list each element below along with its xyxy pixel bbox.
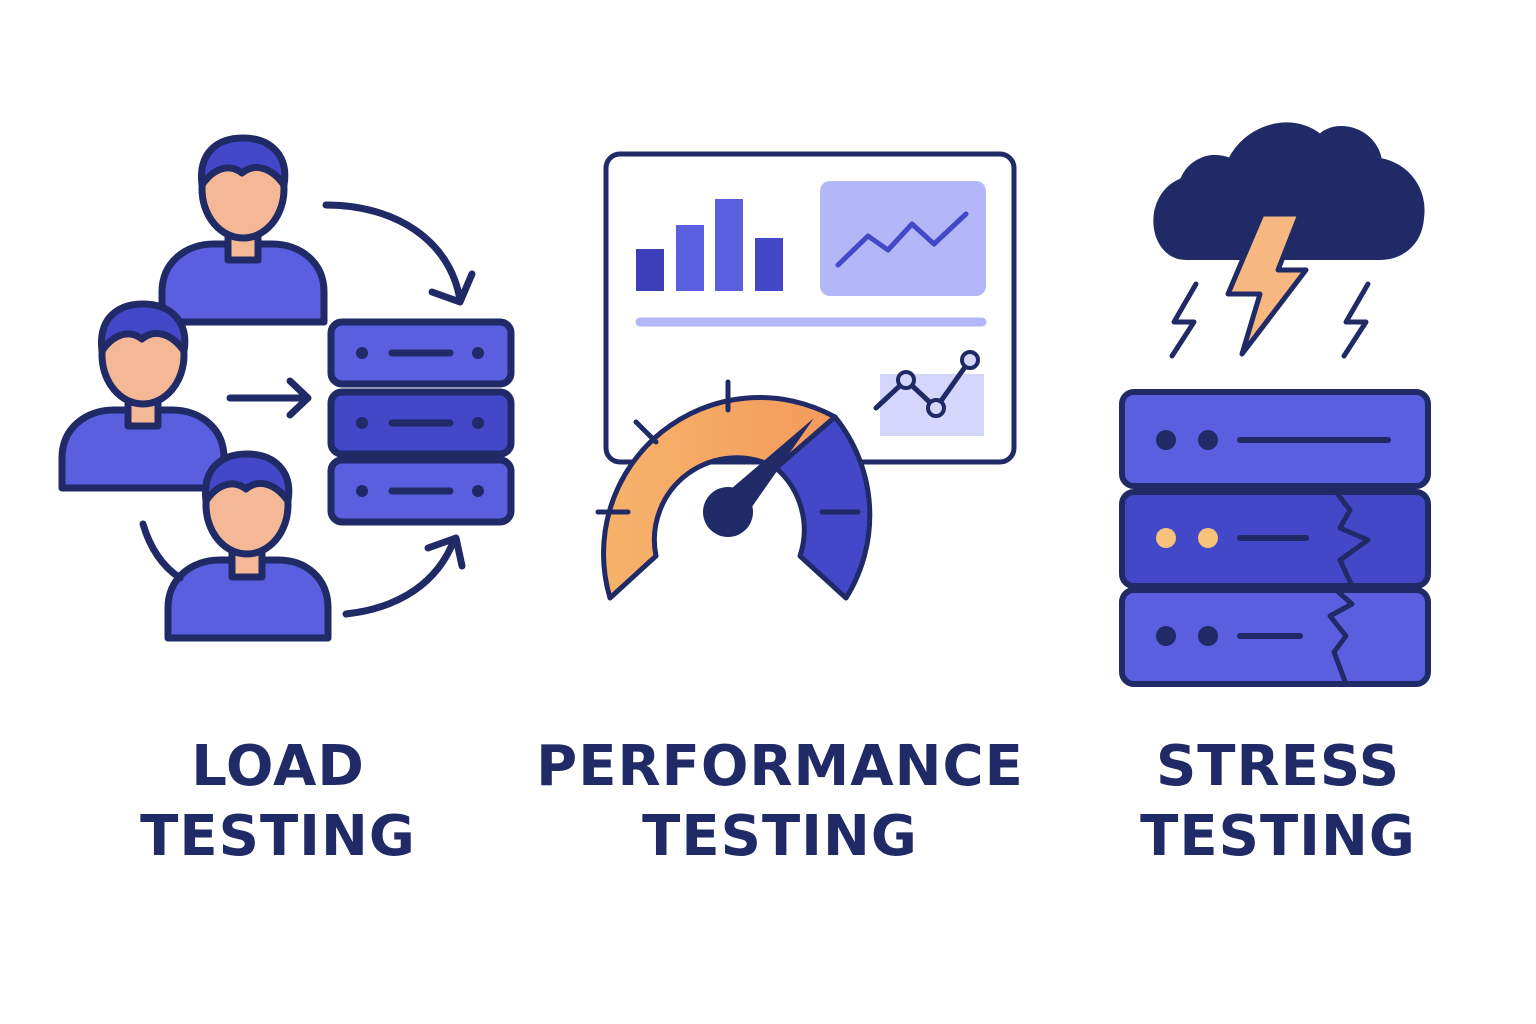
load-testing-label: LOAD TESTING xyxy=(140,732,416,872)
scatter-line-icon xyxy=(873,350,984,436)
performance-testing-label: PERFORMANCE TESTING xyxy=(536,732,1024,872)
storm-cracked-server-icon xyxy=(1119,122,1431,687)
arrow-icon xyxy=(226,377,312,419)
arrow-icon xyxy=(342,534,466,618)
users-to-server-icon xyxy=(58,134,515,642)
connector-curve xyxy=(139,520,184,582)
lightning-bolt-icon xyxy=(1341,281,1371,359)
lightning-bolt-icon xyxy=(1169,281,1199,359)
user-icon xyxy=(164,450,332,642)
gauge-hub xyxy=(703,487,753,537)
label-line-1: STRESS xyxy=(1155,734,1401,799)
label-line-2: TESTING xyxy=(642,804,918,869)
performance-dashboard-gauge-icon xyxy=(595,151,1017,601)
speedometer-gauge xyxy=(595,379,873,601)
label-line-1: PERFORMANCE xyxy=(536,734,1024,799)
arrow-icon xyxy=(322,201,476,306)
storm-cloud-icon xyxy=(1153,122,1425,260)
label-line-2: TESTING xyxy=(1140,804,1416,869)
user-icon xyxy=(158,134,328,326)
lightning-bolt-icon xyxy=(1225,211,1309,357)
label-line-2: TESTING xyxy=(140,804,416,869)
bar-chart-icon xyxy=(636,199,783,291)
user-icon xyxy=(58,300,228,492)
line-chart-panel xyxy=(820,181,986,296)
label-line-1: LOAD xyxy=(191,734,365,799)
cracked-server-icon xyxy=(1119,389,1431,687)
stress-testing-label: STRESS TESTING xyxy=(1140,732,1416,872)
server-rack-icon xyxy=(327,318,515,526)
